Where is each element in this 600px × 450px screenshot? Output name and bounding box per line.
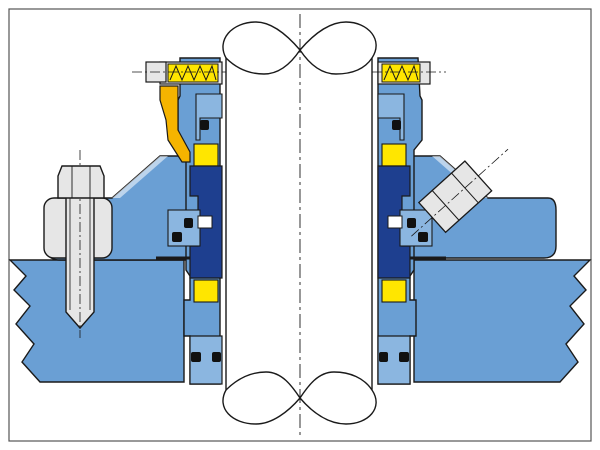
seal-cartridge-left [132, 57, 232, 385]
cartridge-step-right [377, 93, 405, 141]
shaft [222, 21, 377, 425]
o-ring [191, 352, 201, 362]
spring-insert-left-upper [193, 143, 219, 167]
flush-fitting-edge-2 [451, 172, 479, 204]
drive-pin-left [197, 215, 213, 229]
o-ring [407, 218, 416, 228]
o-ring [418, 232, 428, 242]
spring-coils-right [383, 64, 419, 82]
o-ring [392, 120, 401, 130]
o-ring [379, 352, 388, 362]
spring-insert-right-upper [381, 143, 407, 167]
shaft-break-bottom-2 [299, 371, 373, 399]
shaft-break-bottom [225, 371, 301, 399]
shaft-break-top [225, 49, 301, 75]
flush-axis [411, 148, 509, 237]
collar-left [189, 335, 223, 385]
stud-bolt [43, 150, 113, 338]
flush-connection [411, 148, 509, 237]
collar-right [377, 335, 411, 385]
hex-nut [57, 165, 105, 199]
drive-pin-right [387, 215, 403, 229]
gland-relief-left [112, 156, 168, 198]
o-ring [212, 352, 221, 362]
clamp-ring [159, 85, 191, 163]
o-ring [399, 352, 409, 362]
seal-cartridge-right [372, 57, 446, 385]
pump-housing-left [8, 259, 185, 383]
spring-insert-right-lower [381, 279, 407, 303]
shaft-break-top-2 [299, 49, 373, 75]
pump-housing-right [413, 259, 592, 383]
cartridge-step-left [195, 93, 223, 141]
spring-insert-left-lower [193, 279, 219, 303]
o-ring [200, 120, 209, 130]
o-ring [184, 218, 193, 228]
o-ring [172, 232, 182, 242]
spring-coils-left [169, 64, 217, 82]
flush-fitting-edge [431, 190, 460, 221]
